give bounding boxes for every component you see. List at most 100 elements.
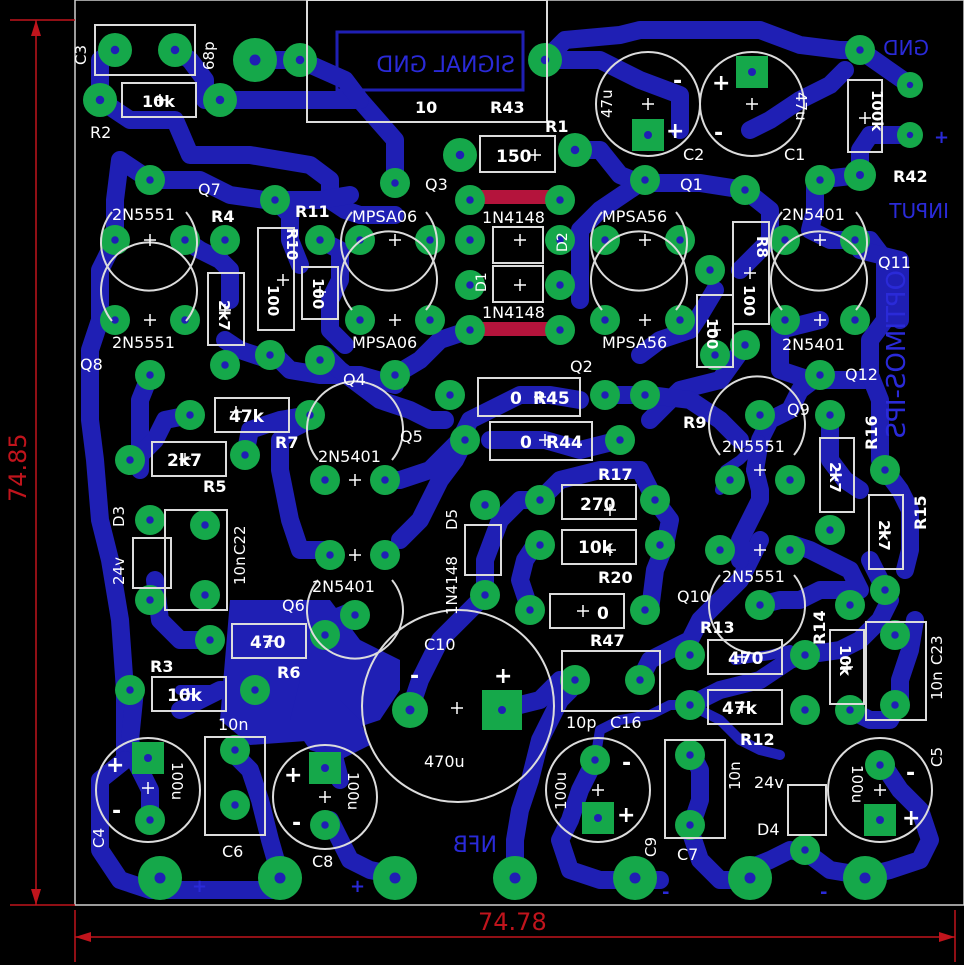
value-R12: 47k (722, 699, 758, 719)
value-C1: 47u (792, 92, 810, 121)
type-D5: 1N4148 (443, 556, 461, 615)
type-Q5: 2N5401 (318, 447, 381, 466)
dimension-lines (10, 19, 956, 962)
label-C1: C1 (784, 145, 805, 164)
label-C4: C4 (90, 828, 108, 848)
value-C10: 470u (424, 752, 465, 771)
label-R3: R3 (150, 657, 173, 676)
value-C22: 10n (231, 556, 249, 585)
plus-bottom-left: + (192, 876, 207, 897)
label-C5: C5 (928, 747, 946, 767)
label-R17: R17 (598, 465, 633, 484)
minus-c10: - (410, 664, 419, 689)
label-R47: R47 (590, 631, 625, 650)
label-Q7: Q7 (198, 180, 221, 199)
label-D4: D4 (757, 820, 780, 839)
plus-c10: + (494, 664, 512, 689)
value-R8: 100 (740, 285, 758, 316)
label-R13: R13 (700, 618, 735, 637)
value-C4: 100u (168, 762, 186, 800)
plus-c4: + (106, 753, 124, 778)
value-D3: 24v (110, 557, 128, 585)
value-R47: 0 (597, 604, 609, 624)
label-R9: R9 (683, 413, 706, 432)
value-R10: 100 (264, 285, 282, 316)
value-R7: 47k (229, 407, 265, 427)
label-C22: C22 (231, 525, 249, 555)
label-D1: D1 (474, 272, 490, 292)
label-R1: R1 (545, 117, 568, 136)
value-C7: 10n (726, 761, 744, 790)
type-Q11: 2N5401 (782, 205, 845, 224)
value-R17: 270 (580, 495, 616, 515)
origin-crosses (142, 94, 891, 803)
label-Q8: Q8 (80, 355, 103, 374)
type-Q7: 2N5551 (112, 205, 175, 224)
type-Q10: 2N5551 (722, 567, 785, 586)
label-C3: C3 (72, 45, 90, 65)
plus-c1: + (712, 71, 730, 96)
label-R16: R16 (862, 415, 881, 450)
label-R12: R12 (740, 730, 775, 749)
minus-c9: - (622, 751, 631, 776)
label-Q4: Q4 (343, 370, 366, 389)
label-D2: D2 (555, 232, 571, 252)
label-R11: R11 (295, 202, 330, 221)
value-R11: 100 (309, 278, 327, 309)
value-C6: 10n (218, 715, 249, 734)
label-C10: C10 (424, 635, 456, 654)
label-Q5: Q5 (400, 427, 423, 446)
value-R15: 2k7 (875, 520, 893, 551)
type-Q4: MPSA06 (352, 333, 417, 352)
top-copper (460, 190, 570, 336)
value-R13: 470 (728, 649, 764, 669)
label-R20: R20 (598, 568, 633, 587)
label-R43: R43 (490, 98, 525, 117)
component-labels: C3 68p R2 10k 10 R43 R1 150 47u C2 47u C… (72, 41, 946, 871)
value-C5: 100u (848, 765, 866, 803)
label-Q11: Q11 (878, 253, 911, 272)
minus-c4: - (112, 799, 121, 824)
label-R45: R45 (533, 389, 570, 409)
label-C7: C7 (677, 845, 698, 864)
value-R42: 100k (868, 90, 886, 132)
label-C2: C2 (683, 145, 704, 164)
value-R16: 2k7 (826, 462, 844, 493)
value-R44: 0 (520, 433, 532, 453)
label-R10: R10 (283, 228, 301, 260)
type-D2: 1N4148 (482, 303, 545, 322)
plus-c5: + (902, 806, 920, 831)
minus-bottom-1: - (662, 882, 669, 903)
plus-c2: + (666, 119, 684, 144)
value-R14: 10k (836, 645, 854, 677)
mirrored-labels: GND INPUT OPTIMOS-IPS SIGNAL GND NFB (335, 30, 949, 858)
plus-gnd-right: + (934, 127, 949, 148)
type-D1: 1N4148 (482, 208, 545, 227)
value-D4: 24v (754, 773, 784, 792)
label-Q2: Q2 (570, 357, 593, 376)
input-label: INPUT (888, 199, 949, 223)
minus-c8: - (292, 811, 301, 836)
label-Q9: Q9 (787, 400, 810, 419)
label-C6: C6 (222, 842, 243, 861)
pads (83, 33, 923, 900)
label-Q6: Q6 (282, 596, 305, 615)
label-R4: R4 (211, 207, 234, 226)
value-R100: 100 (703, 318, 721, 349)
label-Q1: Q1 (680, 175, 703, 194)
value-C9: 100u (552, 772, 570, 810)
label-C8: C8 (312, 852, 333, 871)
value-R20: 10k (578, 538, 614, 558)
signal-gnd-box (335, 30, 525, 92)
label-C23: C23 (928, 635, 946, 665)
minus-bottom-2: - (820, 882, 827, 903)
gnd-label: GND (883, 36, 929, 60)
label-R8: R8 (753, 236, 771, 258)
type-Q8: 2N5551 (112, 333, 175, 352)
value-box10: 10 (415, 98, 437, 117)
label-R14: R14 (810, 610, 829, 645)
label-R2: R2 (90, 123, 111, 142)
value-R45: 0 (510, 389, 522, 409)
minus-c5: - (906, 761, 915, 786)
